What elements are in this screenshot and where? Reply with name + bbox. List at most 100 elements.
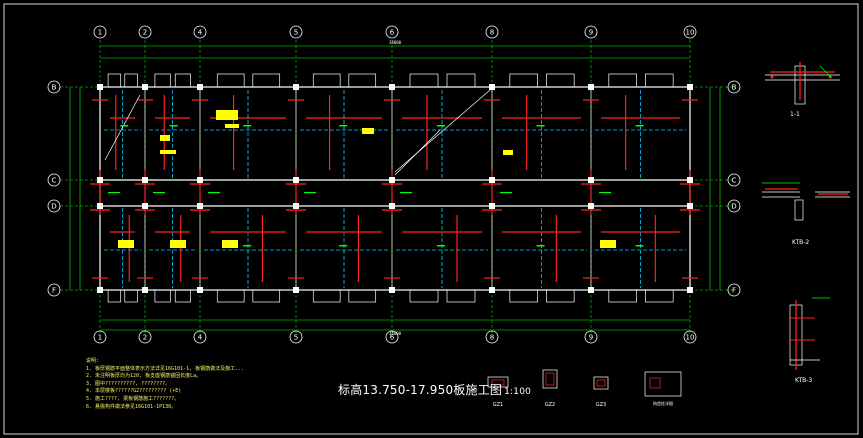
slab-label-mark (635, 245, 644, 247)
legend-column-detail: 构造柱详图 (653, 400, 673, 406)
beam-label-mark (153, 192, 165, 194)
total-dimension-top: 34800 (389, 40, 402, 45)
row-axis-bubble (47, 283, 61, 297)
slab-annotations (108, 125, 644, 247)
window-opening (409, 289, 439, 303)
window-opening (216, 73, 245, 88)
window-opening (645, 73, 674, 88)
column-axis-bubble (193, 330, 207, 344)
row-axis-bubble (727, 80, 741, 94)
row-axis-label: D (51, 203, 56, 211)
slab-label-mark (243, 125, 252, 127)
column-axis-label: 9 (589, 334, 593, 342)
column-axis-bubble (584, 25, 598, 39)
slab-label-mark (339, 245, 348, 247)
notes-line: 5. 施工????, 梁板钢筋施工???????。 (86, 395, 180, 402)
slab-label-mark (437, 245, 445, 247)
column-axis-label: 4 (198, 29, 203, 37)
legend-gz2: GZ2 (545, 402, 555, 408)
column-axis-label: 8 (490, 29, 494, 37)
structural-column (489, 287, 495, 293)
window-opening (509, 73, 538, 88)
slab-label-mark (169, 125, 178, 127)
structural-column (97, 203, 103, 209)
window-opening (312, 289, 341, 303)
structural-column (97, 84, 103, 90)
beam-label-mark (400, 192, 412, 194)
structural-column (389, 203, 395, 209)
column-axis-bubble (683, 25, 697, 39)
row-axis-label: D (731, 203, 736, 211)
structural-column (588, 84, 594, 90)
column-axis-bubble (289, 25, 303, 39)
column-axis-bubble (485, 330, 499, 344)
structural-column (687, 287, 693, 293)
structural-column (142, 287, 148, 293)
column-axis-bubble (289, 330, 303, 344)
structural-column (197, 203, 203, 209)
column-axis-label: 9 (589, 29, 593, 37)
structural-column (588, 203, 594, 209)
highlight-annotations (118, 110, 616, 248)
structural-column (97, 287, 103, 293)
structural-column (293, 84, 299, 90)
column-axis-label: 2 (143, 334, 147, 342)
column-axis-label: 8 (490, 334, 494, 342)
structural-column (142, 203, 148, 209)
structural-column (142, 177, 148, 183)
window-opening (348, 73, 377, 88)
column-axis-bubble (584, 330, 598, 344)
row-axis-label: C (732, 177, 737, 185)
structural-column (197, 84, 203, 90)
structural-column (687, 203, 693, 209)
row-axis-bubble (727, 173, 741, 187)
window-opening (446, 289, 476, 303)
structural-column (687, 177, 693, 183)
window-opening (124, 289, 138, 303)
column-axis-label: 5 (294, 29, 298, 37)
slab-label-mark (339, 125, 348, 127)
column-axis-bubble (385, 25, 399, 39)
structural-column (489, 177, 495, 183)
structural-column (489, 84, 495, 90)
row-axis-label: F (732, 287, 736, 295)
column-axis-bubble (385, 330, 399, 344)
window-opening (124, 73, 138, 88)
window-opening (216, 289, 245, 303)
window-opening (107, 73, 122, 88)
window-opening (509, 289, 538, 303)
column-axis-bubble (93, 25, 107, 39)
slab-label-mark (536, 125, 545, 127)
column-axis-label: 1 (98, 334, 102, 342)
section-detail-3 (789, 297, 830, 370)
notes-heading: 说明: (86, 358, 100, 364)
row-axis-bubble (47, 199, 61, 213)
drawing-border (3, 3, 859, 435)
window-opening (608, 289, 637, 303)
column-axis-label: 4 (198, 334, 203, 342)
slab-label-mark (536, 245, 545, 247)
row-axis-bubble (727, 199, 741, 213)
window-opening (174, 289, 191, 303)
column-axis-bubble (138, 330, 152, 344)
row-axis-label: C (52, 177, 57, 185)
drawing-scale: 1:100 (504, 387, 532, 397)
column-axis-label: 2 (143, 29, 147, 37)
section-detail-3-caption: KTB-3 (795, 377, 812, 384)
window-opening (645, 289, 674, 303)
window-opening (409, 73, 439, 88)
window-opening (154, 289, 171, 303)
window-opening (252, 73, 281, 88)
slab-label-mark (437, 125, 445, 127)
window-opening (446, 73, 476, 88)
structural-column (389, 177, 395, 183)
section-detail-1-caption: 1-1 (790, 111, 800, 118)
column-axis-label: 10 (686, 29, 695, 37)
notes-line: 3. 图中??????????, ????????。 (86, 380, 171, 387)
column-axis-bubble (485, 25, 499, 39)
window-opening (312, 73, 341, 88)
column-axis-label: 1 (98, 29, 102, 37)
beam-label-mark (500, 192, 512, 194)
